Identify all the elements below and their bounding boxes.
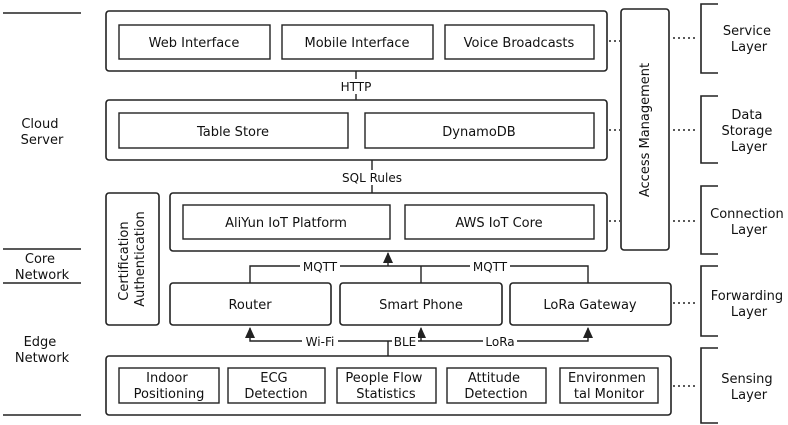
mobile-interface-box <box>281 24 434 60</box>
mqtt-right-label: MQTT <box>473 260 508 274</box>
ble-arrowhead <box>416 327 426 338</box>
smart-phone-box <box>339 282 503 326</box>
mqtt-left-connector <box>249 265 388 283</box>
indoor-positioning-label: Indoor Positioning <box>134 371 205 402</box>
wifi-arrowhead <box>245 327 255 338</box>
aws-iot-label: AWS IoT Core <box>455 216 542 231</box>
storage-layer-label: Data Storage Layer <box>721 108 776 155</box>
service-layer-bracket <box>700 3 718 74</box>
connection-layer-bracket <box>700 185 718 255</box>
service-layer-label: Service Layer <box>723 24 775 55</box>
lora-label: LoRa <box>485 335 514 349</box>
lora-gateway-box <box>509 282 672 326</box>
environmental-monitor-label: Environmen tal Monitor <box>568 371 650 402</box>
sql-rules-label: SQL Rules <box>342 171 402 185</box>
table-store-box <box>118 112 349 149</box>
mqtt-left-label: MQTT <box>303 260 338 274</box>
environmental-monitor-box <box>559 367 659 404</box>
access-management-box <box>620 8 670 251</box>
web-interface-box <box>118 24 271 60</box>
voice-broadcasts-box <box>444 24 595 60</box>
lora-gateway-label: LoRa Gateway <box>543 298 637 313</box>
wifi-label: Wi-Fi <box>306 335 335 349</box>
sensing-layer-label: Sensing Layer <box>721 372 777 403</box>
indoor-positioning-box <box>118 367 220 404</box>
aws-iot-box <box>404 204 595 240</box>
attitude-detection-label: Attitude Detection <box>464 371 527 402</box>
people-flow-label: People Flow Statistics <box>345 371 426 402</box>
sensing-layer-bracket <box>700 347 718 424</box>
lora-arrowhead <box>583 327 593 338</box>
ecg-detection-label: ECG Detection <box>244 371 307 402</box>
connection-layer-label: Connection Layer <box>710 207 788 238</box>
forwarding-layer-label: Forwarding Layer <box>711 289 788 320</box>
edge-network-label: Edge Network <box>15 335 70 366</box>
attitude-detection-box <box>446 367 547 404</box>
smart-phone-label: Smart Phone <box>379 298 463 313</box>
aliyun-label: AliYun IoT Platform <box>225 216 347 231</box>
cloud-server-label: Cloud Server <box>21 117 64 148</box>
ecg-detection-box <box>227 367 326 404</box>
dynamodb-label: DynamoDB <box>442 125 515 140</box>
certification-box <box>105 192 160 326</box>
certification-label: Certification Authentication <box>117 211 148 306</box>
mqtt-right-connector <box>388 265 589 283</box>
http-label: HTTP <box>341 80 372 94</box>
mobile-interface-label: Mobile Interface <box>305 36 410 51</box>
voice-broadcasts-label: Voice Broadcasts <box>464 36 575 51</box>
table-store-label: Table Store <box>196 125 269 140</box>
aliyun-box <box>182 204 391 240</box>
forwarding-layer-bracket <box>700 265 718 337</box>
router-box <box>169 282 332 326</box>
storage-layer-bracket <box>700 95 718 164</box>
core-network-label: Core Network <box>15 252 70 283</box>
access-management-label: Access Management <box>638 63 653 197</box>
people-flow-box <box>336 367 437 404</box>
router-label: Router <box>228 298 272 313</box>
mqtt-arrowhead <box>383 252 393 263</box>
dynamodb-box <box>364 112 595 149</box>
ble-label: BLE <box>394 335 417 349</box>
web-interface-label: Web Interface <box>149 36 240 51</box>
